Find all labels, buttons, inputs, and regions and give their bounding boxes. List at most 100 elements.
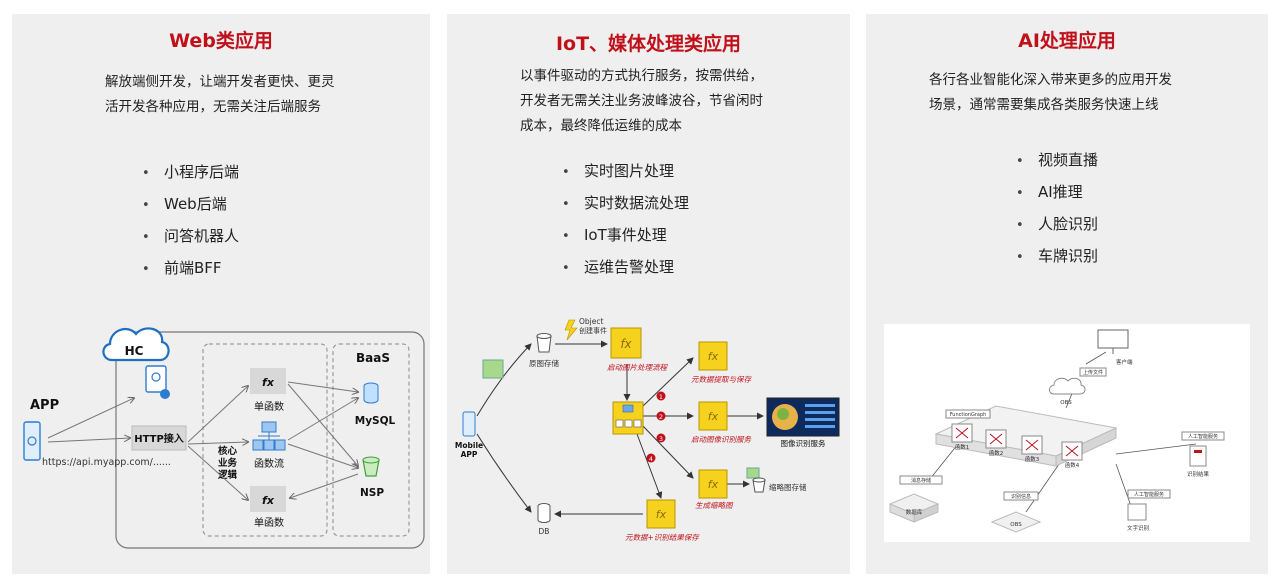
single-function-label: 单函数 (254, 400, 284, 413)
connection-arrows (47, 381, 358, 500)
certificate-icon (145, 365, 170, 399)
workflow-step-label: 元数据提取与保存 (691, 375, 752, 384)
function-group-box (202, 343, 328, 537)
function-icon (1061, 441, 1083, 461)
upload-file-label: 上传文件 (1083, 369, 1103, 376)
image-thumbnail-icon (746, 467, 760, 479)
database-icon (363, 382, 379, 404)
mobile-app-label: Mobile (455, 441, 483, 450)
step-number-badges: 1 2 3 4 (646, 391, 666, 463)
message-storage-label: 消息存储 (911, 477, 931, 484)
function-label: 函数4 (1065, 461, 1080, 469)
iot-panel-title: IoT、媒体处理类应用 (555, 33, 742, 55)
image-recognition-screen (766, 397, 840, 437)
list-item: 运维告警处理 (562, 252, 689, 284)
workflow-step-label: 启动图片处理流程 (607, 363, 668, 372)
fx-icon: fx (708, 350, 719, 363)
baas-group-box (332, 343, 410, 537)
ai-processing-panel: AI处理应用 各行各业智能化深入带来更多的应用开发 场景，通常需要集成各类服务快… (866, 14, 1268, 574)
list-item: 小程序后端 (142, 157, 239, 189)
database-label: 数据库 (906, 508, 923, 516)
iot-architecture-diagram: Object 创建事件 原图存储 Mobile APP DB fx 启动图片处理… (455, 317, 840, 542)
function-box: fx (698, 401, 728, 431)
hc-label: HC (125, 344, 144, 358)
mobile-app-label: APP (461, 450, 478, 459)
mobile-phone-icon (23, 421, 41, 461)
cloud-storage-icon (1049, 377, 1086, 395)
iot-panel-description: 以事件驱动的方式执行服务，按需供给， 开发者无需关注业务波峰波谷，节省闲时 成本… (520, 68, 763, 134)
http-gateway-box (131, 425, 187, 451)
db-label: DB (539, 527, 550, 536)
tag-box (1127, 489, 1171, 499)
iot-media-panel: IoT、媒体处理类应用 以事件驱动的方式执行服务，按需供给， 开发者无需关注业务… (447, 14, 850, 574)
nsp-label: NSP (360, 487, 384, 499)
web-panel-description: 解放端侧开发，让端开发者更快、更灵 活开发各种应用，无需关注后端服务 (105, 74, 335, 115)
workflow-step-label: 启动图像识别服务 (691, 435, 752, 444)
storage-bucket-icon (752, 477, 766, 493)
list-item: 人脸识别 (1016, 209, 1098, 241)
web-apps-panel: Web类应用 解放端侧开发，让端开发者更快、更灵 活开发各种应用，无需关注后端服… (12, 14, 430, 574)
web-panel-title: Web类应用 (169, 30, 273, 52)
app-label: APP (30, 398, 59, 413)
image-thumbnail-icon (482, 359, 504, 379)
lightning-icon (564, 319, 578, 341)
ai-service-label: 人工智能服务 (1188, 433, 1218, 440)
workflow-step-label: 生成缩略图 (695, 501, 734, 510)
iot-use-case-list: 实时图片处理 实时数据流处理 IoT事件处理 运维告警处理 (562, 156, 689, 284)
storage-bucket-icon (362, 456, 380, 477)
client-label: 客户端 (1116, 358, 1133, 366)
svg-text:3: 3 (659, 435, 663, 443)
list-item: IoT事件处理 (562, 220, 689, 252)
document-icon (1189, 445, 1207, 467)
function-icon (1021, 435, 1043, 455)
fx-icon: fx (620, 337, 632, 351)
functiongraph-label: FunctionGraph (950, 412, 987, 418)
ai-service-label: 人工智能服务 (1134, 491, 1164, 498)
list-item: 视频直播 (1016, 145, 1098, 177)
database-platform (888, 493, 940, 523)
obs-label: OBS (1060, 400, 1072, 406)
mysql-label: MySQL (355, 415, 396, 427)
ai-use-case-list: 视频直播 AI推理 人脸识别 车牌识别 (1016, 145, 1098, 273)
recognition-info-label: 识别信息 (1011, 493, 1031, 500)
web-architecture-diagram: HC APP https://api.myapp.com/...... HTTP… (23, 327, 425, 549)
monitor-icon (1097, 329, 1129, 354)
recognition-service-label: 图像识别服务 (781, 438, 826, 448)
function-label: 函数1 (955, 443, 970, 451)
single-function-label: 单函数 (254, 516, 284, 529)
function-flow-label: 函数流 (254, 457, 284, 470)
obs-label: OBS (1010, 522, 1022, 528)
fx-icon: fx (656, 508, 667, 521)
cloud-icon (102, 327, 170, 362)
object-event-label: 创建事件 (579, 326, 607, 335)
fx-icon: fx (708, 478, 719, 491)
svg-text:2: 2 (659, 413, 663, 421)
text-recognition-label: 文字识别 (1127, 524, 1149, 532)
workflow-step-label: 元数据+识别结果保存 (625, 533, 700, 542)
list-item: Web后端 (142, 189, 239, 221)
function-icon (985, 429, 1007, 449)
function-icon (951, 423, 973, 443)
ai-panel-title: AI处理应用 (1018, 30, 1116, 52)
hc-container (115, 331, 425, 549)
tag-box (945, 409, 991, 419)
function-box (250, 368, 286, 394)
list-item: 实时图片处理 (562, 156, 689, 188)
api-url-label: https://api.myapp.com/...... (42, 457, 171, 468)
function-box: fx (698, 341, 728, 371)
list-item: 车牌识别 (1016, 241, 1098, 273)
tag-box (1003, 491, 1039, 501)
ai-panel-description: 各行各业智能化深入带来更多的应用开发 场景，通常需要集成各类服务快速上线 (929, 72, 1172, 113)
fx-icon: fx (262, 494, 275, 507)
function-label: 函数3 (1025, 455, 1040, 463)
baas-label: BaaS (356, 351, 390, 365)
tag-box (899, 475, 943, 485)
function-box: fx (698, 469, 728, 499)
list-item: 实时数据流处理 (562, 188, 689, 220)
list-item: 前端BFF (142, 253, 239, 285)
fx-icon: fx (708, 410, 719, 423)
original-storage-label: 原图存储 (529, 358, 559, 368)
storage-bucket-icon (536, 333, 552, 353)
storage-platform (990, 511, 1042, 533)
fx-icon: fx (262, 376, 275, 389)
